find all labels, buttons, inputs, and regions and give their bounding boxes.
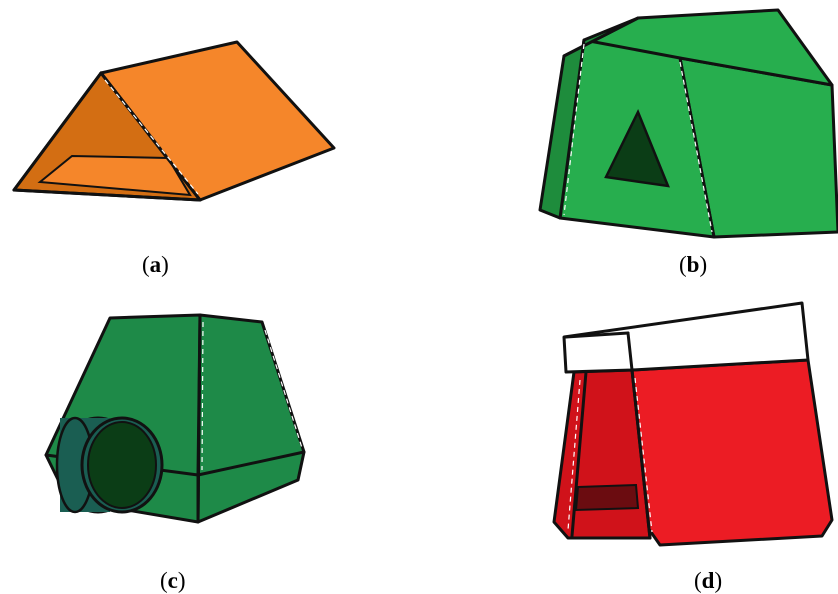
figure-d-red-wedge-tent xyxy=(540,300,838,550)
figure-c-green-cylinder-shelter xyxy=(40,300,320,530)
caption-a: (a) xyxy=(142,252,169,277)
green-shelter-illustration xyxy=(44,313,306,524)
red-wedge-tent-illustration xyxy=(552,301,834,547)
green-dome-tent-illustration xyxy=(538,8,838,239)
caption-b: (b) xyxy=(679,252,708,277)
orange-tent-illustration xyxy=(12,40,336,202)
figure-b-green-dome-tent xyxy=(520,0,838,250)
caption-d: (d) xyxy=(694,568,723,593)
caption-c: (c) xyxy=(160,568,186,593)
figure-a-orange-triangular-tent xyxy=(0,0,400,240)
